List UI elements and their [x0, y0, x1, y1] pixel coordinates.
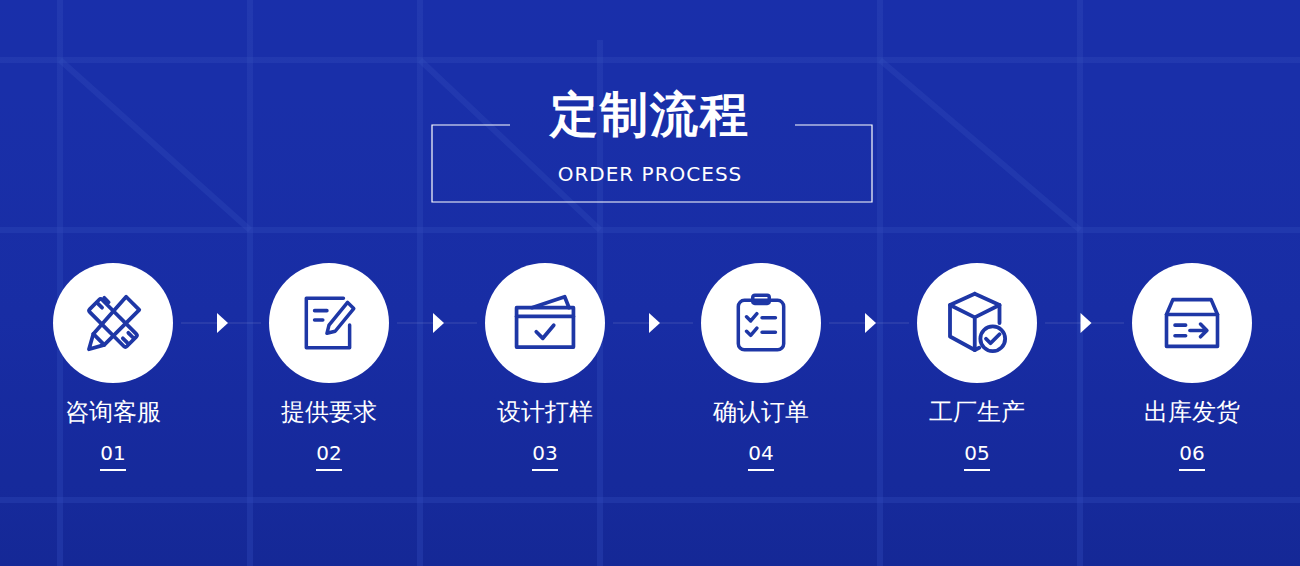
- step-number: 03: [532, 441, 557, 471]
- step-number: 02: [316, 441, 341, 471]
- step-circle: [269, 263, 389, 383]
- step-arrow: [1045, 313, 1124, 333]
- process-step: 设计打样 03: [485, 263, 605, 471]
- subtitle: ORDER PROCESS: [0, 161, 1300, 187]
- process-step: 咨询客服 01: [53, 263, 173, 471]
- step-icon: [728, 290, 794, 356]
- title: 定制流程: [0, 84, 1300, 144]
- step-name: 确认订单: [713, 397, 809, 427]
- step-circle: [917, 263, 1037, 383]
- process-step: 确认订单 04: [701, 263, 821, 471]
- step-number: 06: [1179, 441, 1204, 471]
- step-arrow: [397, 313, 477, 333]
- step-arrow: [181, 313, 261, 333]
- step-number: 04: [748, 441, 773, 471]
- step-circle: [701, 263, 821, 383]
- step-arrow: [613, 313, 693, 333]
- step-circle: [53, 263, 173, 383]
- process-step: 工厂生产 05: [917, 263, 1037, 471]
- step-name: 工厂生产: [929, 397, 1025, 427]
- step-name: 设计打样: [497, 397, 593, 427]
- process-step: 出库发货 06: [1132, 263, 1252, 471]
- step-number: 01: [100, 441, 125, 471]
- step-number: 05: [964, 441, 989, 471]
- step-icon: [296, 290, 362, 356]
- process-step: 提供要求 02: [269, 263, 389, 471]
- step-icon: [78, 288, 148, 358]
- step-circle: [485, 263, 605, 383]
- step-icon: [510, 288, 580, 358]
- step-circle: [1132, 263, 1252, 383]
- step-name: 出库发货: [1144, 397, 1240, 427]
- step-arrow: [829, 313, 909, 333]
- step-name: 提供要求: [281, 397, 377, 427]
- step-name: 咨询客服: [65, 397, 161, 427]
- step-icon: [1158, 289, 1226, 357]
- step-icon: [941, 287, 1013, 359]
